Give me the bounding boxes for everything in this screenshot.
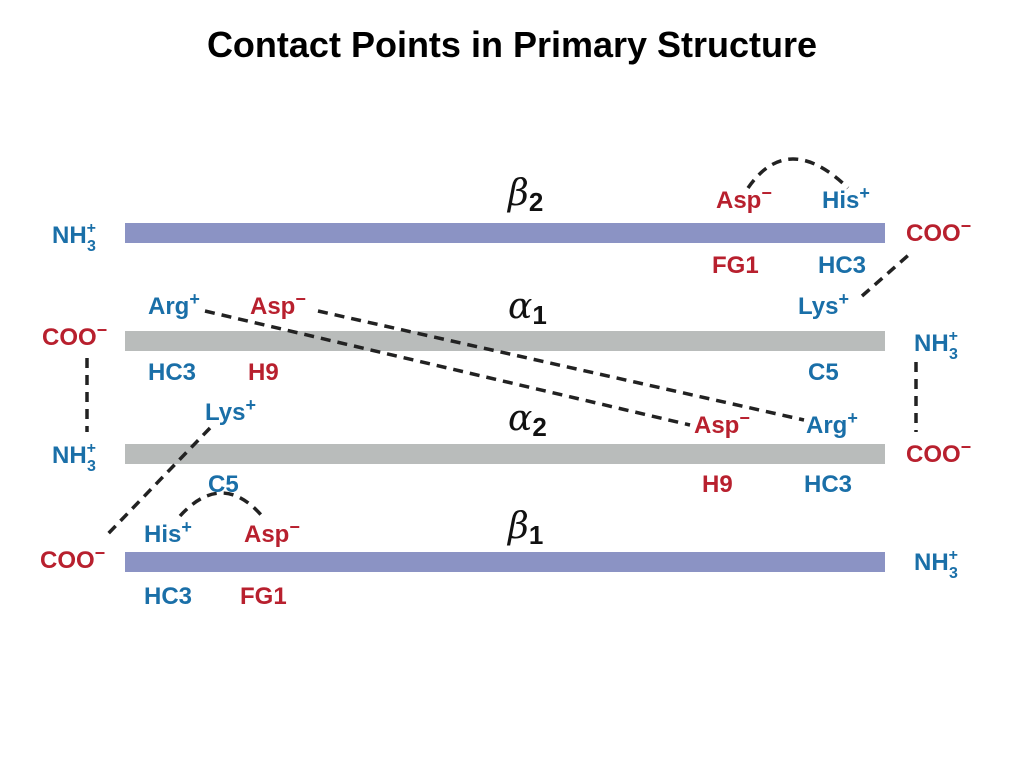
beta2-n-terminus: NH+3 [52, 220, 96, 255]
alpha2-chain-bar [125, 444, 885, 464]
beta1-asp-residue: Asp− [244, 517, 300, 548]
beta2-c-terminus: COO− [906, 216, 971, 247]
alpha2-chain-label: α2 [508, 398, 547, 442]
beta2-chain-label: β2 [506, 173, 543, 217]
beta2-salt-bridge-arc [746, 157, 850, 190]
alpha1-chain-label: α1 [508, 286, 547, 330]
beta2-his-residue: His+ [822, 183, 870, 214]
alpha1-h9-position: H9 [248, 359, 279, 386]
alpha1-n-terminus: NH+3 [914, 328, 958, 363]
page-title: Contact Points in Primary Structure [206, 24, 818, 65]
alpha2-asp-residue: Asp− [694, 408, 750, 439]
alpha1-lys-residue: Lys+ [798, 289, 849, 320]
alpha1-asp-residue: Asp− [250, 289, 306, 320]
beta1-chain-label: β1 [506, 506, 543, 550]
beta1-chain-bar [125, 552, 885, 572]
beta1-c-terminus: COO− [40, 543, 105, 574]
beta2-hc3-position: HC3 [818, 252, 866, 279]
beta1-n-terminus: NH+3 [914, 547, 958, 582]
alpha2-n-terminus: NH+3 [52, 440, 96, 475]
alpha2-c5-position: C5 [208, 471, 239, 498]
beta2-chain-bar [125, 223, 885, 243]
alpha1-chain-bar [125, 331, 885, 351]
alpha1-asp-alpha2-arg-link [317, 309, 805, 422]
beta1-fg1-position: FG1 [240, 583, 287, 610]
alpha1-arg-alpha2-asp-link [204, 309, 691, 427]
alpha2-hc3-position: HC3 [804, 471, 852, 498]
alpha1-beta2-lys-coo-link [860, 250, 914, 298]
alpha2-beta1-lys-coo-link [102, 426, 212, 540]
beta1-his-residue: His+ [144, 517, 192, 548]
beta2-fg1-position: FG1 [712, 252, 759, 279]
alpha1-hc3-position: HC3 [148, 359, 196, 386]
alpha1-c-terminus: COO− [42, 320, 107, 351]
beta1-hc3-position: HC3 [144, 583, 192, 610]
beta2-asp-residue: Asp− [716, 183, 772, 214]
alpha2-arg-residue: Arg+ [806, 408, 858, 439]
alpha1-c5-position: C5 [808, 359, 839, 386]
alpha1-arg-residue: Arg+ [148, 289, 200, 320]
alpha2-h9-position: H9 [702, 471, 733, 498]
alpha2-lys-residue: Lys+ [205, 395, 256, 426]
alpha2-c-terminus: COO− [906, 437, 971, 468]
